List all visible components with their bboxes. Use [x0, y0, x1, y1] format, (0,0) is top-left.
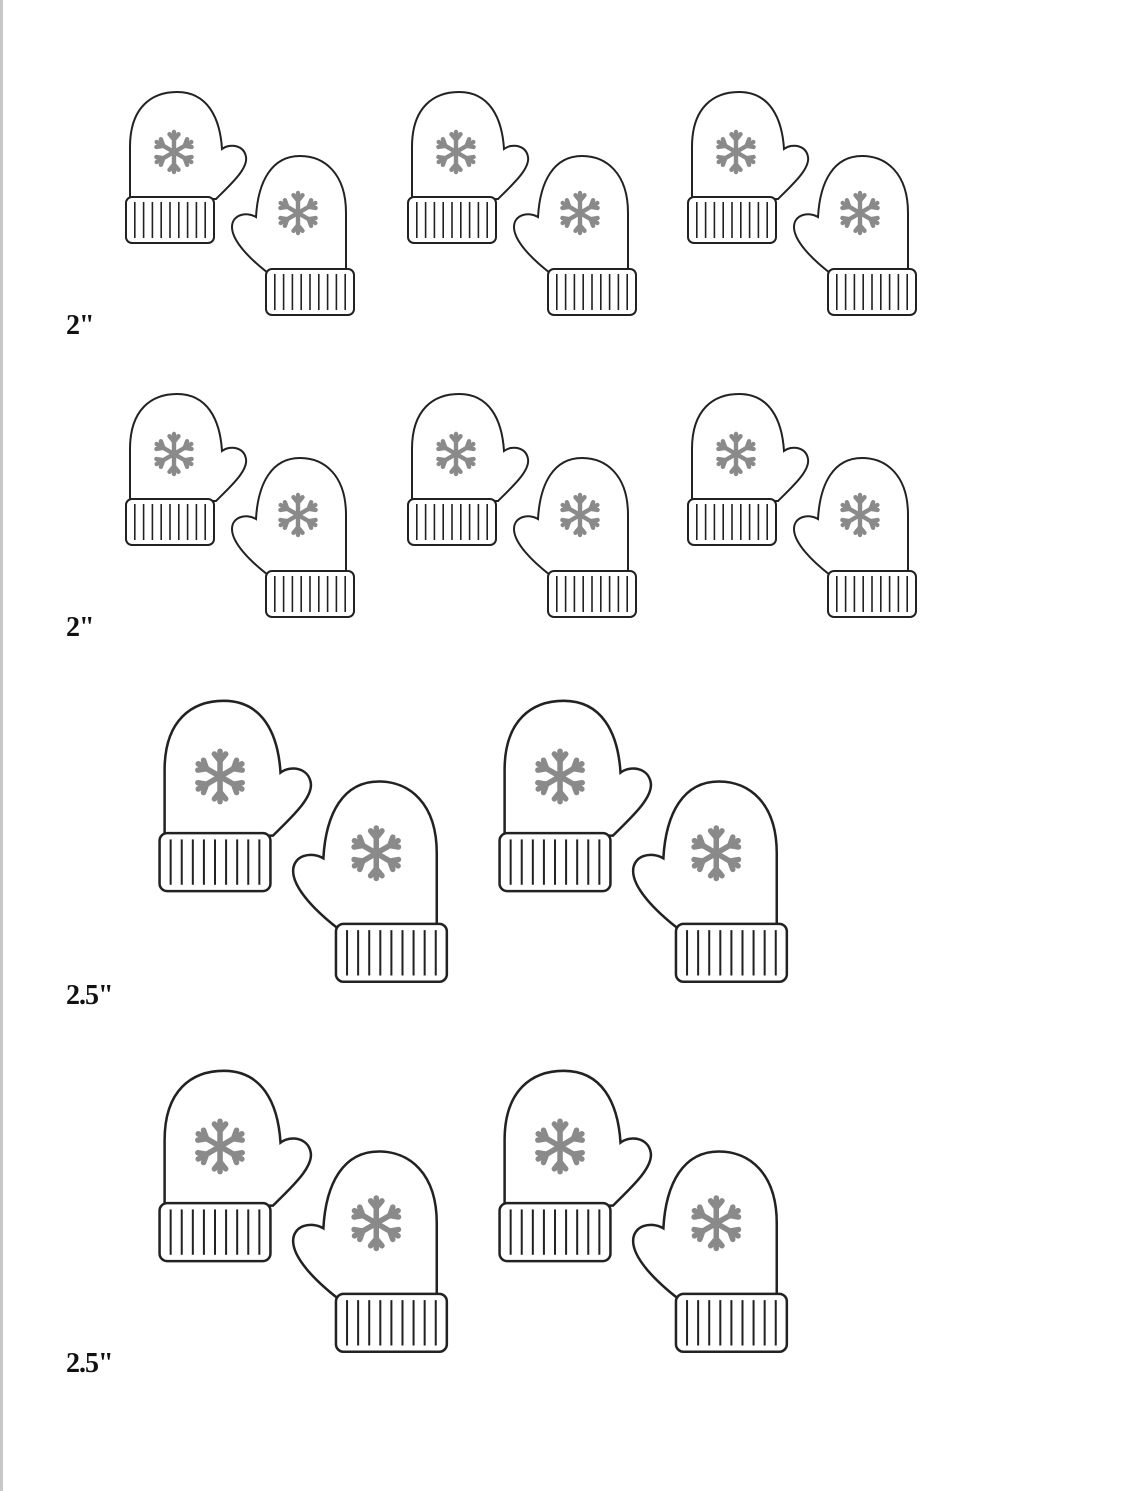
- mitten-icon: [125, 392, 248, 546]
- mitten-icon: [687, 90, 810, 244]
- mitten-pair: [120, 85, 370, 325]
- mitten-pair: [492, 1062, 807, 1364]
- mitten-icon: [792, 456, 917, 618]
- mitten-pair: [682, 387, 932, 627]
- size-label: 2": [66, 310, 95, 341]
- snowflake-icon: [278, 492, 318, 538]
- mitten-icon: [792, 154, 917, 316]
- snowflake-icon: [436, 431, 476, 477]
- snowflake-icon: [716, 129, 756, 175]
- mitten-icon: [631, 1150, 789, 1354]
- snowflake-icon: [840, 190, 880, 236]
- mitten-icon: [498, 699, 653, 893]
- snowflake-icon: [436, 129, 476, 175]
- snowflake-icon: [560, 492, 600, 538]
- mitten-icon: [158, 1069, 313, 1263]
- snowflake-icon: [691, 1195, 742, 1252]
- mitten-pair: [152, 692, 467, 994]
- mitten-pair: [402, 85, 652, 325]
- snowflake-icon: [351, 1195, 402, 1252]
- mitten-icon: [230, 154, 355, 316]
- mitten-icon: [407, 90, 530, 244]
- mitten-icon: [512, 154, 637, 316]
- snowflake-icon: [278, 190, 318, 236]
- snowflake-icon: [154, 129, 194, 175]
- mitten-pair: [492, 692, 807, 994]
- snowflake-icon: [691, 825, 742, 882]
- mitten-pair: [152, 1062, 467, 1364]
- mitten-pair: [682, 85, 932, 325]
- snowflake-icon: [195, 748, 245, 805]
- snowflake-icon: [716, 431, 756, 477]
- size-label: 2.5": [66, 1348, 114, 1379]
- mitten-icon: [631, 780, 789, 984]
- snowflake-icon: [840, 492, 880, 538]
- snowflake-icon: [535, 1118, 585, 1175]
- mitten-icon: [230, 456, 355, 618]
- page-left-border: [0, 0, 3, 1491]
- mitten-icon: [407, 392, 530, 546]
- snowflake-icon: [154, 431, 194, 477]
- mitten-pair: [120, 387, 370, 627]
- mitten-icon: [125, 90, 248, 244]
- size-label: 2.5": [66, 980, 114, 1011]
- mitten-icon: [498, 1069, 653, 1263]
- mitten-icon: [291, 1150, 449, 1354]
- mitten-icon: [158, 699, 313, 893]
- size-label: 2": [66, 612, 95, 643]
- snowflake-icon: [560, 190, 600, 236]
- mitten-pair: [402, 387, 652, 627]
- snowflake-icon: [351, 825, 402, 882]
- mitten-icon: [687, 392, 810, 546]
- mitten-icon: [512, 456, 637, 618]
- snowflake-icon: [535, 748, 585, 805]
- snowflake-icon: [195, 1118, 245, 1175]
- mitten-icon: [291, 780, 449, 984]
